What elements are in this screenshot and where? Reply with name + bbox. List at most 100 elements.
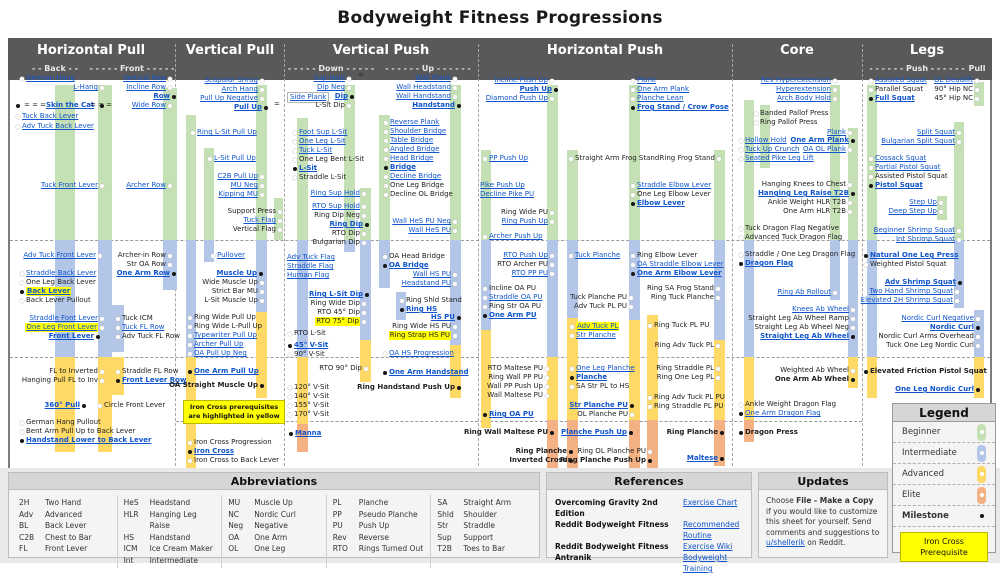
exercise-link[interactable]: Table Bridge — [390, 136, 434, 144]
exercise-link[interactable]: Pistol Squat — [875, 181, 923, 189]
exercise-link[interactable]: Frog Stand / Crow Pose — [637, 103, 729, 111]
exercise-link[interactable]: RTO PP PU — [511, 269, 548, 277]
exercise-link[interactable]: L-Sit Pull Up — [214, 154, 256, 162]
exercise-link[interactable]: Nordic Curl — [929, 323, 974, 331]
exercise-link[interactable]: Kipping MU — [218, 190, 258, 198]
exercise-link[interactable]: HS PU — [430, 313, 455, 321]
exercise-link[interactable]: Arch Hang — [221, 85, 258, 93]
exercise-link[interactable]: Straddle OA PU — [489, 293, 543, 301]
exercise-link[interactable]: Ring Sup Hold — [310, 189, 360, 197]
exercise-link[interactable]: Plank — [637, 76, 656, 84]
reference-link[interactable]: Exercise Chart — [683, 498, 738, 507]
exercise-link[interactable]: Deep Step Up — [888, 207, 937, 215]
exercise-link[interactable]: Planche Push Up — [561, 428, 627, 436]
exercise-link[interactable]: Ring OA PU — [489, 410, 534, 418]
reference-link[interactable]: Bodyweight Training — [683, 553, 728, 573]
exercise-link[interactable]: 45° V-Sit — [294, 341, 329, 349]
exercise-link[interactable]: Archer Row — [126, 181, 166, 189]
exercise-link[interactable]: Elevated 2H Shrimp Squat — [860, 296, 953, 304]
exercise-link[interactable]: Angled Bridge — [390, 145, 440, 153]
exercise-link[interactable]: One Leg L-Sit — [299, 137, 346, 145]
exercise-link[interactable]: Adv Tuck Back Lever — [22, 122, 94, 130]
exercise-link[interactable]: Dip Neg — [317, 83, 345, 91]
exercise-link[interactable]: Ring Dip — [329, 220, 363, 228]
exercise-link[interactable]: One Arm Plank — [790, 136, 849, 144]
exercise-link[interactable]: Typewriter Pull Up — [194, 331, 257, 339]
exercise-link[interactable]: MU Neg — [230, 181, 258, 189]
exercise-link[interactable]: Diamond Push Up — [485, 94, 548, 102]
exercise-link[interactable]: PP Push Up — [489, 154, 529, 162]
exercise-link[interactable]: One Arm Row — [116, 269, 170, 277]
exercise-link[interactable]: Adv Tuck Flag — [287, 253, 335, 261]
exercise-link[interactable]: Push Up — [519, 85, 552, 93]
exercise-link[interactable]: Ring HS — [406, 305, 438, 313]
exercise-link[interactable]: One Arm PU — [489, 311, 537, 319]
exercise-link[interactable]: Tuck Planche — [575, 251, 621, 259]
reference-link[interactable]: Recommended Routine — [683, 520, 740, 540]
exercise-link[interactable]: OL Deadlift — [933, 76, 973, 84]
exercise-link[interactable]: Plank — [827, 128, 846, 136]
exercise-link[interactable]: Wall HS PU — [412, 270, 451, 278]
exercise-link[interactable]: Adv Tuck Front Lever — [23, 251, 96, 259]
exercise-link[interactable]: Wall Handstand — [396, 92, 451, 100]
exercise-link[interactable]: Tuck L-Sit — [299, 146, 333, 154]
exercise-link[interactable]: Iron Cross — [194, 447, 235, 455]
exercise-link[interactable]: Bridge — [390, 163, 416, 171]
exercise-link[interactable]: Tuck FL Row — [122, 323, 165, 331]
exercise-link[interactable]: Ring Ab Rollout — [777, 288, 831, 296]
exercise-link[interactable]: Beginner Shrimp Squat — [873, 226, 955, 234]
exercise-link[interactable]: Tuck Flag — [243, 216, 276, 224]
exercise-link[interactable]: C2B Pull Up — [217, 172, 258, 180]
exercise-link[interactable]: Step Up — [909, 198, 937, 206]
exercise-link[interactable]: OA Pull Up Neg — [194, 349, 247, 357]
exercise-link[interactable]: RTO Push Up — [503, 251, 548, 259]
exercise-link[interactable]: OA Bridge — [389, 261, 429, 269]
exercise-link[interactable]: Seated Pike Leg Lift — [745, 154, 814, 162]
exercise-link[interactable]: Straddle Font Lever — [29, 314, 98, 322]
exercise-link[interactable]: Str Planche PU — [569, 401, 628, 409]
exercise-link[interactable]: Pull Up Negative — [200, 94, 258, 102]
exercise-link[interactable]: Sup Hold — [313, 74, 345, 82]
exercise-link[interactable]: L-Sit — [299, 164, 318, 172]
exercise-link[interactable]: 360° Pull — [44, 401, 80, 409]
exercise-link[interactable]: Head Bridge — [390, 154, 434, 162]
exercise-link[interactable]: Arch Body Hold — [777, 94, 831, 102]
exercise-link[interactable]: Knees Ab Wheel — [792, 305, 849, 313]
exercise-link[interactable]: Rev Hyperextension — [760, 76, 831, 84]
exercise-link[interactable]: Manna — [295, 429, 322, 437]
exercise-link[interactable]: Straddle Elbow Lever — [637, 181, 712, 189]
exercise-link[interactable]: Planche Lean — [637, 94, 684, 102]
exercise-link[interactable]: Pike Push Up — [480, 181, 525, 189]
exercise-link[interactable]: One Arm Dragon Flag — [745, 409, 821, 417]
exercise-link[interactable]: Straight Leg Ab Wheel — [760, 332, 849, 340]
exercise-link[interactable]: Elbow Lever — [637, 199, 685, 207]
exercise-link[interactable]: Handstand Lower to Back Lever — [26, 436, 152, 444]
shellerik-link[interactable]: u/shellerik — [766, 538, 805, 547]
exercise-link[interactable]: Front Lever Row — [122, 376, 187, 384]
exercise-link[interactable]: Planche — [576, 373, 608, 381]
exercise-link[interactable]: Maltese — [686, 454, 718, 462]
exercise-link[interactable]: Ring Push Up — [501, 217, 548, 225]
exercise-link[interactable]: Back Lever — [26, 287, 72, 296]
exercise-link[interactable]: One Arm Elbow Lever — [637, 269, 722, 277]
exercise-link[interactable]: One Arm Pull Up — [194, 367, 259, 375]
exercise-link[interactable]: Pullover — [217, 251, 246, 259]
exercise-link[interactable]: Ring L-Sit Dip — [308, 290, 363, 298]
exercise-link[interactable]: RTO Sup Hold — [312, 202, 360, 210]
exercise-link[interactable]: Reverse Plank — [390, 118, 440, 126]
exercise-link[interactable]: Int Shrimp Squat — [895, 235, 955, 243]
exercise-link[interactable]: Dip — [334, 92, 348, 100]
exercise-link[interactable]: Muscle Up — [216, 269, 257, 277]
exercise-link[interactable]: One Arm Plank — [637, 85, 690, 93]
exercise-link[interactable]: Str Planche — [576, 331, 616, 339]
exercise-link[interactable]: Bulgarian Split Squat — [881, 137, 955, 145]
reference-link[interactable]: Exercise Wiki — [683, 542, 733, 551]
exercise-link[interactable]: Tuck Back Lever — [22, 112, 79, 120]
exercise-link[interactable]: One Leg Planche — [576, 364, 635, 372]
exercise-link[interactable]: Hyperextension — [775, 85, 831, 93]
exercise-link[interactable]: Wide Row — [131, 101, 166, 109]
exercise-link[interactable]: Split Squat — [916, 128, 955, 136]
exercise-link[interactable]: Cossack Squat — [875, 154, 927, 162]
exercise-link[interactable]: One Leg Front Lever — [25, 323, 98, 332]
exercise-link[interactable]: Vertical Row — [123, 74, 166, 82]
